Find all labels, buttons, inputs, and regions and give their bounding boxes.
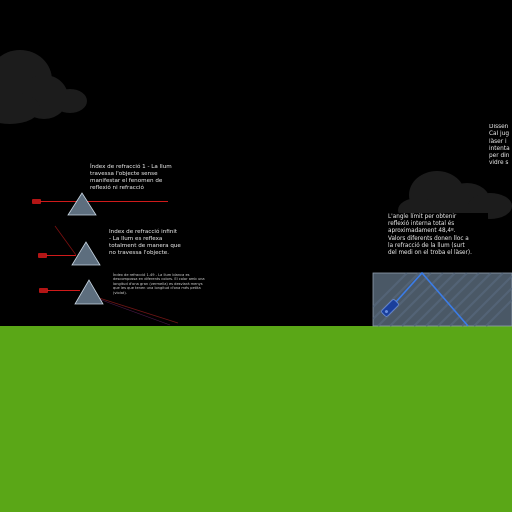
prism-icon[interactable]	[67, 192, 97, 216]
note-design: Dissen Cal jug làser i intenta per din v…	[489, 124, 510, 167]
note-critical-angle: L'angle límit per obtenir reflexió inter…	[385, 213, 488, 259]
note-dispersion: Índex de refracció 1.49 - La llum blanca…	[113, 273, 205, 295]
ground	[0, 326, 512, 512]
note-refraction-index-1: Índex de refracció 1 - La llum travessa …	[90, 164, 172, 191]
cloud-icon	[0, 50, 87, 124]
prism-station-2	[38, 225, 101, 266]
dispersed-beam	[95, 296, 179, 324]
reflected-beam	[54, 225, 77, 256]
glass-block-icon[interactable]	[372, 272, 512, 327]
laser-device-icon[interactable]	[381, 299, 399, 317]
total-internal-reflection-beam	[394, 271, 469, 327]
sky	[0, 0, 512, 326]
note-refraction-index-infinite: Index de refracció infinit - La llum es …	[109, 229, 181, 256]
prism-station-1	[32, 192, 168, 216]
laser-emitter-icon[interactable]	[38, 253, 47, 258]
prism-icon[interactable]	[71, 241, 101, 266]
dispersed-beam	[95, 297, 171, 326]
prism-icon[interactable]	[74, 279, 104, 305]
laser-emitter-icon[interactable]	[39, 288, 48, 293]
laser-emitter-icon[interactable]	[32, 199, 41, 204]
cloud-icon	[398, 171, 512, 222]
prism-station-3	[39, 279, 179, 326]
